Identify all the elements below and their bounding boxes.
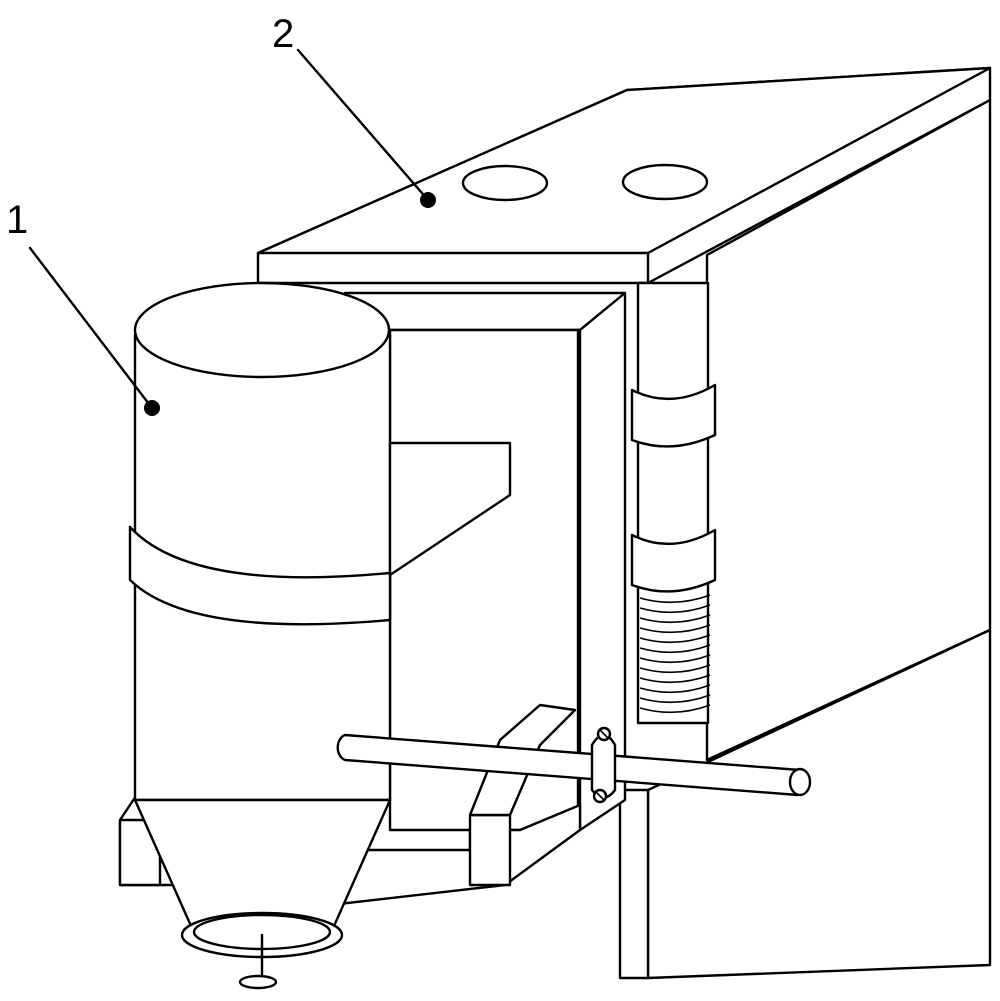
callout-label-2: 2	[272, 14, 294, 54]
leader-line-2	[298, 50, 428, 200]
top-hole-right	[623, 165, 707, 199]
callout-label-1: 1	[6, 200, 28, 240]
top-hole-left	[463, 166, 547, 200]
leader-line-1	[30, 248, 152, 408]
leader-dot-1	[144, 400, 160, 416]
screw-column	[632, 283, 715, 723]
pipe-clamp	[592, 728, 615, 802]
leader-dot-2	[420, 192, 436, 208]
